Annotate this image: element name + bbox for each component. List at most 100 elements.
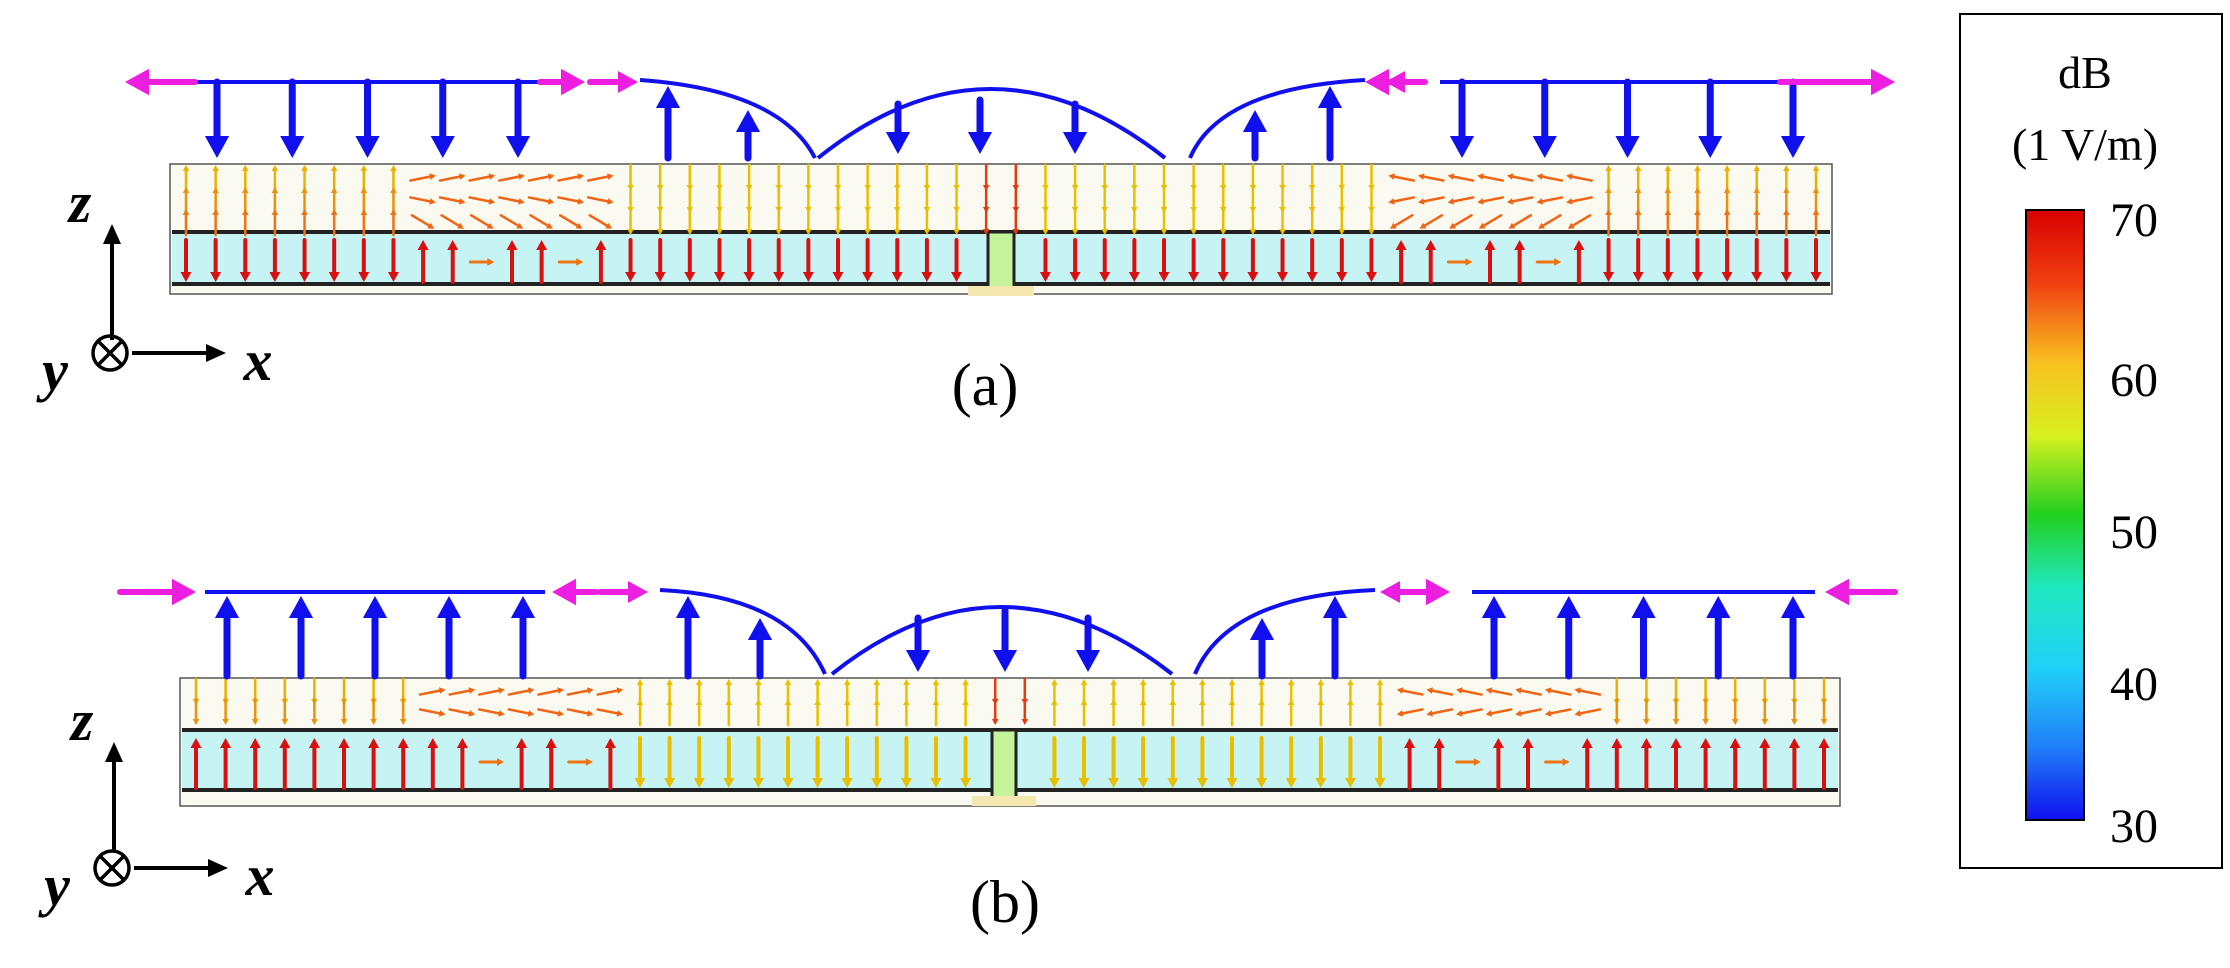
panel-a-field-arrow-air-2-47-shaft	[1571, 214, 1592, 227]
panel-b-field-arrow-air-0-41-shaft	[1401, 689, 1424, 696]
panel-a-field-arrow-air-2-17-head	[686, 229, 694, 235]
panel-a-flux-arc-0	[639, 78, 817, 159]
panel-a-field-arrow-air-1-11-shaft	[498, 196, 521, 203]
panel-b-field-arrow-air-1-37-head	[1287, 699, 1295, 705]
panel-a-field-arrow-air-2-13-head	[575, 222, 583, 229]
panel-b-field-arrow-sub-53-head	[1759, 738, 1771, 748]
panel-a-field-arrow-air-2-3-head	[271, 209, 279, 215]
panel-b-field-arrow-air-1-49-head	[1643, 719, 1650, 725]
panel-a-field-arrow-sub-15-head	[625, 272, 637, 282]
panel-b-flux-arrow-l-4-head	[510, 596, 536, 618]
colorbar-frame	[1959, 13, 2223, 869]
panel-b-field-arrow-air-1-41-head	[1396, 710, 1404, 717]
panel-b-field-arrow-air-1-19-head	[755, 699, 762, 705]
panel-b-field-arrow-air-0-42-head	[1426, 687, 1433, 694]
panel-b-field-arrow-air-1-9-head	[468, 710, 476, 717]
panel-b-field-arrow-air-0-35-head	[1228, 679, 1236, 685]
panel-b-field-arrow-air-0-30-head	[1080, 679, 1088, 685]
panel-a-field-arrow-air-1-10-head	[488, 198, 496, 205]
panel-b-field-arrow-air-0-37-head	[1287, 679, 1295, 685]
panel-a-field-arrow-air-1-14-shaft	[586, 196, 610, 203]
panel-a-field-arrow-sub-49-head	[1632, 272, 1644, 282]
panel-b-field-arrow-sub-35-head	[1226, 778, 1238, 788]
panel-a-field-arrow-air-0-13-head	[577, 173, 585, 180]
panel-b-field-arrow-air-1-44-head	[1485, 710, 1493, 717]
panel-b-fringe-arrows	[117, 578, 1898, 606]
panel-a-field-arrow-air-0-8-head	[429, 173, 436, 180]
panel-a-field-arrow-air-2-28-head	[1012, 229, 1020, 235]
panel-a-field-arrow-sub-25-head	[921, 272, 933, 282]
panel-a-flux-arrow-l-4-head	[505, 136, 531, 158]
panel-a-field-arrow-air-1-48-head	[1605, 187, 1612, 193]
panel-a-field-arrow-air-1-13-head	[577, 198, 585, 205]
panel-b-field-arrow-air-1-12-shaft	[537, 708, 560, 715]
panel-a-field-arrow-air-0-44-head	[1477, 173, 1484, 180]
panel-a-field-arrow-air-0-48-head	[1605, 165, 1612, 171]
panel-b-flux-arc-2	[1193, 588, 1376, 675]
panel-b-field-arrow-air-1-13-head	[587, 710, 594, 717]
panel-a-field-arrow-air-1-47-head	[1566, 198, 1573, 205]
panel-b-field-arrow-air-1-16-head	[666, 699, 673, 705]
panel-b-field-arrow-sub-36-head	[1256, 778, 1268, 788]
panel-b-field-arrow-air-0-29-head	[1051, 679, 1058, 685]
panel-a-field-arrow-air-2-43-head	[1449, 222, 1457, 229]
panel-a-field-arrow-air-2-22-head	[834, 229, 842, 235]
panel-a-field-arrow-air-1-45-shaft	[1511, 196, 1534, 203]
panel-b-fringe-arrow-2-head	[1825, 578, 1849, 606]
panel-a-field-arrow-air-0-41-head	[1388, 173, 1395, 180]
panel-a-flux-arrow-l-1-head	[280, 136, 305, 158]
panel-b-flux-arrow-r-3-head	[1706, 596, 1731, 618]
panel-b-field-arrow-sub-24-head	[900, 778, 912, 788]
panel-b-field-arrow-sub-44-head	[1492, 738, 1504, 748]
x-axis-label: x	[243, 328, 273, 393]
panel-a-field-arrow-air-2-44-shaft	[1482, 214, 1503, 227]
panel-b-field-arrow-sub-20-head	[782, 778, 794, 788]
panel-b-field-arrow-sub-25-head	[930, 778, 942, 788]
panel-a-field-arrow-air-1-10-shaft	[468, 196, 491, 203]
panel-a-field-arrow-air-0-45-head	[1506, 173, 1514, 180]
panel-a-field-arrow-air-1-49-head	[1634, 187, 1642, 193]
panel-a-field-arrow-air-2-48-head	[1605, 209, 1612, 215]
panel-a-field-arrow-air-2-9-head	[457, 222, 464, 229]
panel-a-field-arrow-air-0-50-head	[1664, 165, 1672, 171]
panel-b-field-arrow-sub-0-head	[190, 738, 202, 748]
panel-a-field-arrow-air-1-4-head	[301, 187, 308, 193]
panel-b-field-arrow-air-0-44-head	[1485, 687, 1493, 694]
panel-a-field-arrow-air-0-46-head	[1536, 173, 1544, 180]
panel-a-field-arrow-air-1-8-head	[429, 198, 436, 205]
panel-b-field-arrow-air-0-13-head	[587, 687, 594, 694]
panel-a-field-arrow-air-2-44-head	[1478, 222, 1486, 229]
panel-a-field-arrow-sub-46-head	[1554, 258, 1562, 266]
panel-a-via	[986, 230, 1016, 292]
panel-a-field-arrow-sub-21-head	[802, 272, 814, 282]
panel-a-fringe-arrow-3-head	[1365, 68, 1389, 96]
panel-a-field-arrow-sub-45-head	[1514, 240, 1526, 250]
panel-a-field-arrow-air-0-51-head	[1694, 165, 1701, 171]
panel-a-flux-arrow-r-3-head	[1698, 136, 1723, 158]
panel-a-field-arrow-air-1-3-head	[271, 187, 279, 193]
panel-a-field-arrow-air-1-41-head	[1388, 198, 1395, 205]
panel-a-field-arrow-air-0-45-shaft	[1511, 175, 1534, 182]
panel-a-field-arrow-sub-8-head	[417, 240, 429, 250]
panel-a-label: (a)	[952, 352, 1019, 418]
panel-a-field-arrow-air-0-43-shaft	[1452, 175, 1475, 182]
panel-a-field-arrow-air-2-6-head	[360, 209, 368, 215]
colorbar-unit: (1 V/m)	[2012, 119, 2158, 170]
panel-a-field-arrow-air-2-33-head	[1160, 229, 1168, 235]
panel-b-field-arrow-air-0-25-head	[932, 679, 940, 685]
panel-b-flux-arrow-center-2-head	[1075, 650, 1101, 672]
panel-b-field-arrow-air-0-10-shaft	[478, 689, 501, 696]
colorbar-tick-60: 60	[2110, 354, 2158, 407]
panel-b-via-pad	[972, 796, 1036, 806]
panel-b-field-arrow-air-0-11-shaft	[507, 689, 530, 696]
panel-a-field-arrow-air-1-5-head	[330, 187, 338, 193]
panel-a-field-arrow-sub-29-head	[1039, 272, 1051, 282]
panel-b-field-arrow-sub-5-head	[338, 738, 350, 748]
panel-b-field-arrow-air-0-36-head	[1258, 679, 1265, 685]
panel-a-field-arrow-air-2-0-head	[182, 209, 190, 215]
panel-a-field-arrow-air-2-4-head	[301, 209, 308, 215]
panel-b-field-arrow-air-1-9-shaft	[448, 708, 471, 715]
panel-a-field-arrow-air-2-45-shaft	[1512, 214, 1533, 227]
panel-b-label: (b)	[970, 869, 1040, 935]
